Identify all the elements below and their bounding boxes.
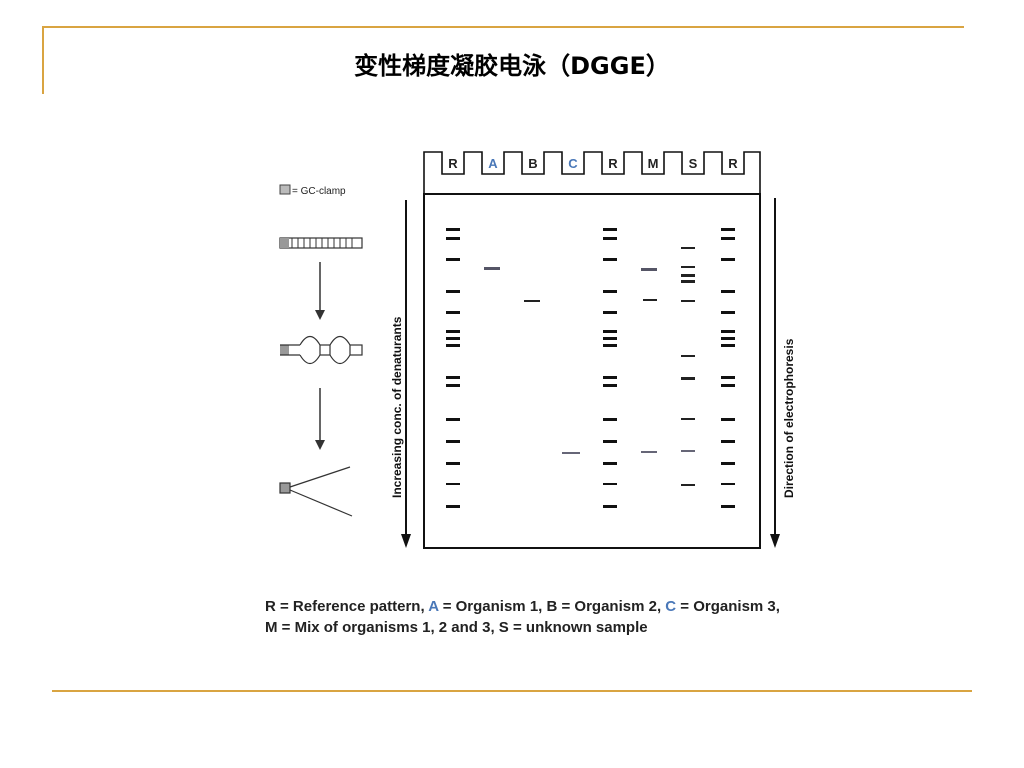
lane-r2-bands [603, 228, 617, 508]
left-axis-label: Increasing conc. of denaturants [390, 316, 404, 498]
caption-line-2: M = Mix of organisms 1, 2 and 3, S = unk… [265, 619, 648, 636]
lane-label: R [608, 156, 618, 171]
caption-letter-c: C [665, 598, 677, 615]
caption-text: = Organism 1, B = Organism 2, [438, 598, 666, 615]
lane-label: B [528, 156, 537, 171]
caption-line-1: R = Reference pattern, A = Organism 1, B… [265, 596, 865, 617]
lane-c-bands [562, 452, 580, 454]
lane-m-bands [641, 268, 657, 453]
figure-caption: R = Reference pattern, A = Organism 1, B… [265, 596, 865, 638]
lane-labels: R A B C R M S R [448, 156, 738, 171]
lane-r3-bands [721, 228, 735, 508]
right-axis-arrow: Direction of electrophoresis [770, 198, 796, 548]
dgge-figure: = GC-clamp [279, 151, 796, 549]
partially-melted-dna-icon [280, 335, 363, 365]
left-rule [42, 26, 44, 94]
left-axis-arrow: Increasing conc. of denaturants [390, 200, 411, 548]
gel-body [423, 193, 761, 549]
lane-r1-bands [446, 228, 460, 508]
caption-letter-a: A [428, 598, 439, 615]
gel-comb [423, 151, 761, 194]
lane-label: R [448, 156, 458, 171]
gc-clamp-icon [279, 184, 291, 195]
lane-label: S [689, 156, 698, 171]
lane-label: M [648, 156, 659, 171]
caption-text: R = Reference pattern, [265, 598, 429, 615]
lane-s-bands [681, 247, 695, 486]
lane-label: R [728, 156, 738, 171]
down-arrow-icon [315, 262, 325, 320]
down-arrow-icon [315, 388, 325, 450]
slide-title: 变性梯度凝胶电泳（DGGE） [354, 52, 670, 80]
bottom-rule [52, 690, 972, 692]
lane-label: A [488, 156, 498, 171]
dsdna-icon [279, 237, 363, 249]
denatured-dna-icon [279, 466, 353, 517]
lane-a-bands [484, 267, 500, 270]
caption-text: = Organism 3, [676, 598, 780, 615]
right-axis-label: Direction of electrophoresis [782, 338, 796, 498]
gc-clamp-legend: = GC-clamp [279, 184, 346, 197]
lane-label: C [568, 156, 578, 171]
lane-b-bands [524, 300, 540, 302]
top-rule [42, 26, 964, 28]
gc-clamp-label: = GC-clamp [292, 186, 346, 197]
